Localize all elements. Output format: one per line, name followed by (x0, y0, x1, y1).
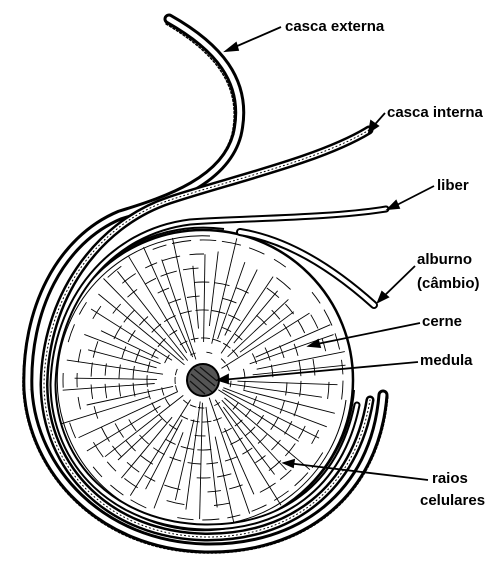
label-raios-line2: celulares (420, 492, 485, 510)
label-cerne: cerne (422, 313, 462, 331)
growth-ring-segment (197, 450, 211, 451)
label-medula: medula (420, 352, 473, 370)
label-alburno: alburno (417, 251, 472, 269)
label-cambio: (câmbio) (417, 275, 480, 293)
label-raios-line1: raios (432, 470, 468, 488)
label-casca-interna: casca interna (387, 104, 483, 122)
growth-ring-segment (198, 408, 204, 409)
label-casca-externa: casca externa (285, 18, 384, 36)
label-liber: liber (437, 177, 469, 195)
